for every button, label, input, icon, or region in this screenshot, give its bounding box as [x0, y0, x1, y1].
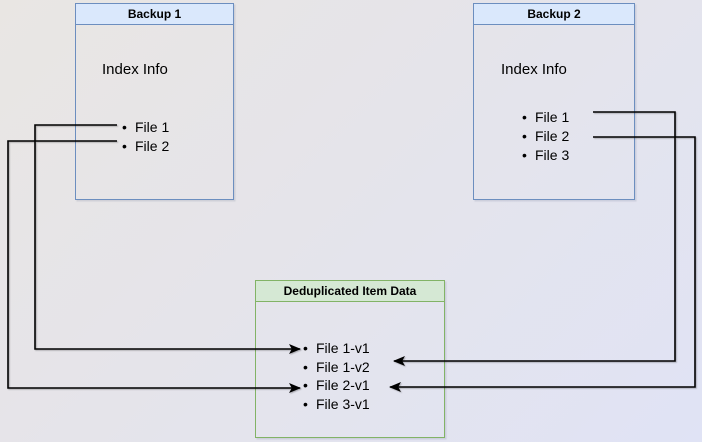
list-item: • File 2-v1	[303, 376, 370, 395]
list-item: • File 1-v1	[303, 339, 370, 358]
backup2-box: Backup 2 Index Info • File 1 • File 2 • …	[473, 3, 635, 200]
backup2-file3-label: File 3	[535, 147, 570, 163]
backup2-file2-label: File 2	[535, 128, 570, 144]
backup1-file-list: • File 1 • File 2	[122, 118, 169, 156]
list-item: • File 1	[522, 108, 569, 127]
backup2-file1-label: File 1	[535, 109, 570, 125]
dedup-item-file1v2-label: File 1-v2	[316, 358, 370, 375]
backup2-title: Backup 2	[527, 7, 581, 21]
backup1-file1-label: File 1	[135, 119, 170, 135]
bullet-icon: •	[303, 358, 308, 375]
bullet-icon: •	[122, 138, 127, 154]
dedup-item-file3v1-label: File 3-v1	[316, 395, 370, 412]
bullet-icon: •	[303, 340, 308, 356]
dedup-box: Deduplicated Item Data • File 1-v1 • Fil…	[255, 280, 445, 438]
dedup-item-list: • File 1-v1 • File 1-v2 • File 2-v1 • Fi…	[303, 339, 370, 413]
backup1-file2-label: File 2	[135, 138, 170, 154]
dedup-title: Deduplicated Item Data	[283, 284, 417, 298]
bullet-icon: •	[303, 377, 308, 393]
list-item: • File 1	[122, 118, 169, 137]
list-item: • File 2	[122, 137, 169, 156]
list-item: • File 2	[522, 127, 569, 146]
backup2-header: Backup 2	[474, 4, 634, 25]
backup1-index-info-label: Index Info	[102, 61, 168, 78]
list-item: • File 3	[522, 146, 569, 165]
backup2-file-list: • File 1 • File 2 • File 3	[522, 108, 569, 165]
list-item: • File 1-v2	[303, 358, 370, 377]
bullet-icon: •	[522, 128, 527, 144]
backup1-title: Backup 1	[127, 7, 182, 21]
bullet-icon: •	[303, 395, 308, 412]
backup2-index-info-label: Index Info	[501, 61, 567, 78]
dedup-item-file2v1-label: File 2-v1	[316, 377, 370, 393]
list-item: • File 3-v1	[303, 395, 370, 414]
bullet-icon: •	[522, 147, 527, 163]
bullet-icon: •	[122, 119, 127, 135]
backup1-header: Backup 1	[76, 4, 233, 25]
backup1-box: Backup 1 Index Info • File 1 • File 2	[75, 3, 234, 200]
bullet-icon: •	[522, 109, 527, 125]
dedup-header: Deduplicated Item Data	[256, 281, 444, 302]
dedup-item-file1v1-label: File 1-v1	[316, 340, 370, 356]
